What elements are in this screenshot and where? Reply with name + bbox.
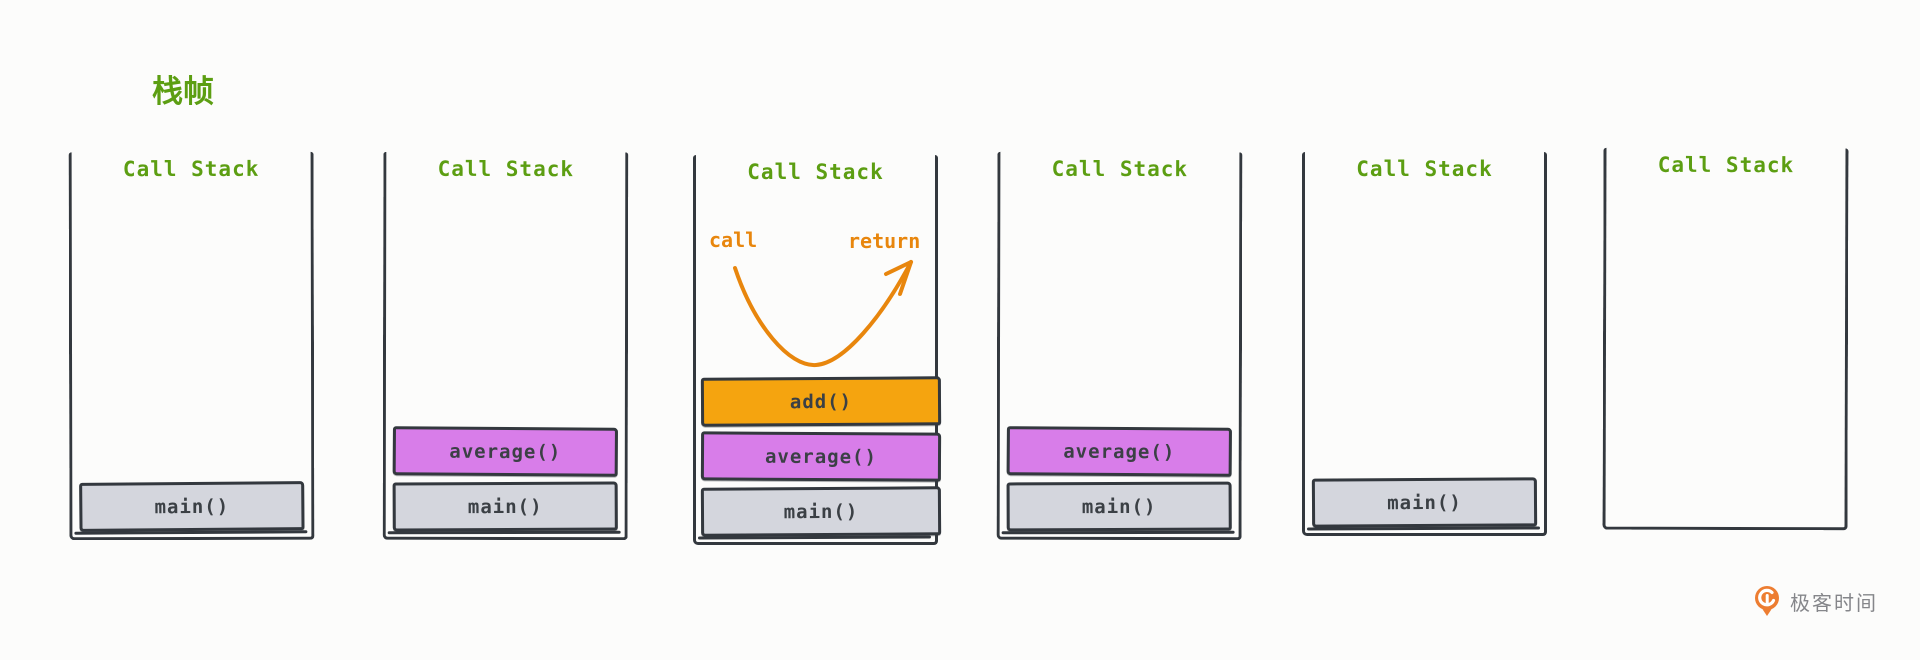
stack-frame: main() <box>1006 481 1232 532</box>
stack-frames: main() <box>1305 152 1544 533</box>
call-stack-label: Call Stack <box>1356 157 1493 181</box>
stack-frame: average() <box>392 426 618 477</box>
call-stack-container-5: Call Stack main() <box>1302 152 1547 536</box>
stack-frame: main() <box>79 481 305 532</box>
stack-frame-label: average() <box>449 440 562 463</box>
stack-frames: main() average() <box>386 152 626 537</box>
stack-frame-label: main() <box>1081 495 1157 518</box>
stack-frame: main() <box>700 486 942 537</box>
stack-frame-label: average() <box>1063 440 1176 463</box>
call-stack-container-4: Call Stack main() average() <box>996 151 1243 541</box>
stack-frame: main() <box>1311 477 1538 528</box>
geektime-logo-text: 极客时间 <box>1790 590 1878 615</box>
diagram-title: 栈帧 <box>152 74 214 110</box>
stack-frame: main() <box>392 481 618 532</box>
stack-frame-label: add() <box>789 390 853 413</box>
geektime-logo: 极客时间 <box>1752 584 1878 618</box>
stack-frame-label: main() <box>467 495 543 518</box>
stack-frame: add() <box>700 376 942 427</box>
call-stack-container-3: Call Stack main() average() add() call r… <box>693 155 942 545</box>
stack-frame-label: main() <box>1387 491 1462 514</box>
stack-frames: main() <box>72 152 312 537</box>
stack-frame: average() <box>700 431 942 482</box>
call-stack-container-1: Call Stack main() <box>68 151 315 541</box>
stack-frame-label: main() <box>154 495 230 518</box>
geektime-pin-icon <box>1755 586 1779 616</box>
stack-frames: main() average() <box>1000 152 1240 537</box>
call-stack-container-2: Call Stack main() average() <box>382 151 629 541</box>
call-stack-label: Call Stack <box>747 160 884 184</box>
stack-frame-label: main() <box>783 500 859 523</box>
stack-frame: average() <box>1006 426 1232 477</box>
stack-frames <box>1606 148 1846 528</box>
stack-frame-label: average() <box>764 445 878 468</box>
call-stack-container-6: Call Stack <box>1602 147 1849 531</box>
stack-frames: main() average() add() <box>696 155 942 542</box>
